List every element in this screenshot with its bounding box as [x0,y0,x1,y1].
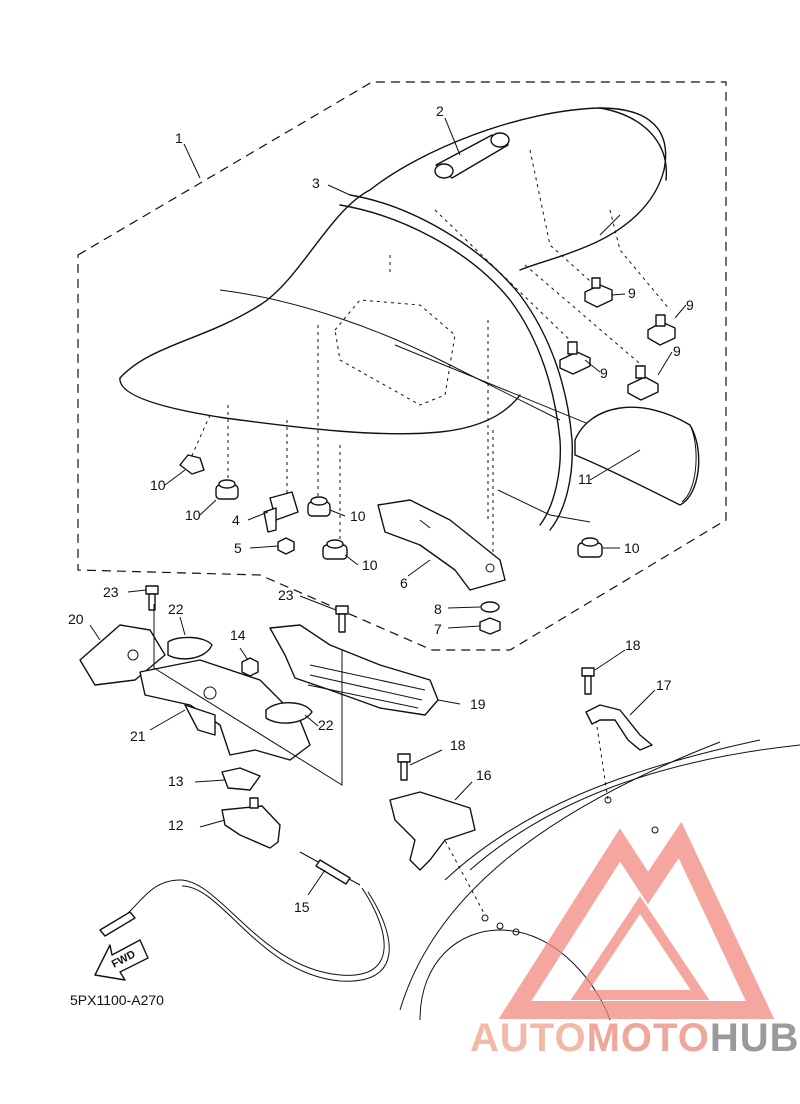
callout-20: 20 [68,611,84,627]
callout-9-b: 9 [600,365,608,381]
bolt-23-a [145,585,159,611]
bracket-16 [389,791,476,871]
callout-6: 6 [400,575,408,591]
fender-outline [399,739,800,1021]
callout-10-d: 10 [362,557,378,573]
callout-9-a: 9 [628,285,636,301]
diagram-code: 5PX1100-A270 [70,992,164,1008]
bracket-20 [79,624,166,686]
watermark-logo [498,821,775,1019]
watermark-part-auto: AUTO [470,1016,587,1060]
callout-23-a: 23 [103,584,119,600]
nut-14 [241,657,259,677]
callout-14: 14 [230,627,246,643]
roll-part [434,132,510,179]
callout-18-a: 18 [625,637,641,653]
clip-9-group [559,277,676,401]
plate-13 [221,767,261,791]
leader-lines [189,149,671,916]
callout-17: 17 [656,677,672,693]
forward-arrow-icon: FWD [94,939,149,981]
callout-10-c: 10 [350,508,366,524]
callout-19: 19 [470,696,486,712]
callout-22-b: 22 [318,717,334,733]
nut-7-washer-8 [479,601,501,635]
plate-21 [139,659,311,761]
callout-7: 7 [434,621,442,637]
bracket-4 [263,491,299,533]
callout-2: 2 [436,103,444,119]
callout-3: 3 [312,175,320,191]
callout-16: 16 [476,767,492,783]
callout-18-b: 18 [450,737,466,753]
damper-10-group [179,454,603,560]
bolt-23-b [335,605,349,633]
callout-9-c: 9 [686,297,694,313]
bracket-6 [377,499,506,591]
callout-22-a: 22 [168,601,184,617]
callout-5: 5 [234,540,242,556]
grab-bar-19 [269,624,439,716]
nut-5 [277,537,295,555]
bolt-18-a [581,667,595,695]
watermark-brand: AUTOMOTOHUB [470,1018,800,1058]
callout-10-a: 10 [150,477,166,493]
handle-17 [585,704,653,751]
assembly-boundary [77,81,727,651]
callout-8: 8 [434,601,442,617]
callout-13: 13 [168,773,184,789]
seat-part [119,107,667,531]
callout-11: 11 [578,471,593,487]
callout-9-d: 9 [673,343,681,359]
pad-22 [167,636,313,724]
callout-15: 15 [294,899,310,915]
watermark-part-hub: HUB [709,1016,800,1060]
callout-23-b: 23 [278,587,294,603]
callout-12: 12 [168,817,184,833]
callout-10-e: 10 [624,540,640,556]
callout-4: 4 [232,512,240,528]
bolt-18-b [397,753,411,781]
cable-15 [99,851,390,982]
lock-12 [221,797,281,849]
callout-leaders [89,117,687,896]
callout-10-b: 10 [185,507,201,523]
callout-1: 1 [175,130,183,146]
pad-part [574,406,700,506]
watermark-part-moto: MOTO [586,1016,710,1060]
callout-21: 21 [130,728,146,744]
